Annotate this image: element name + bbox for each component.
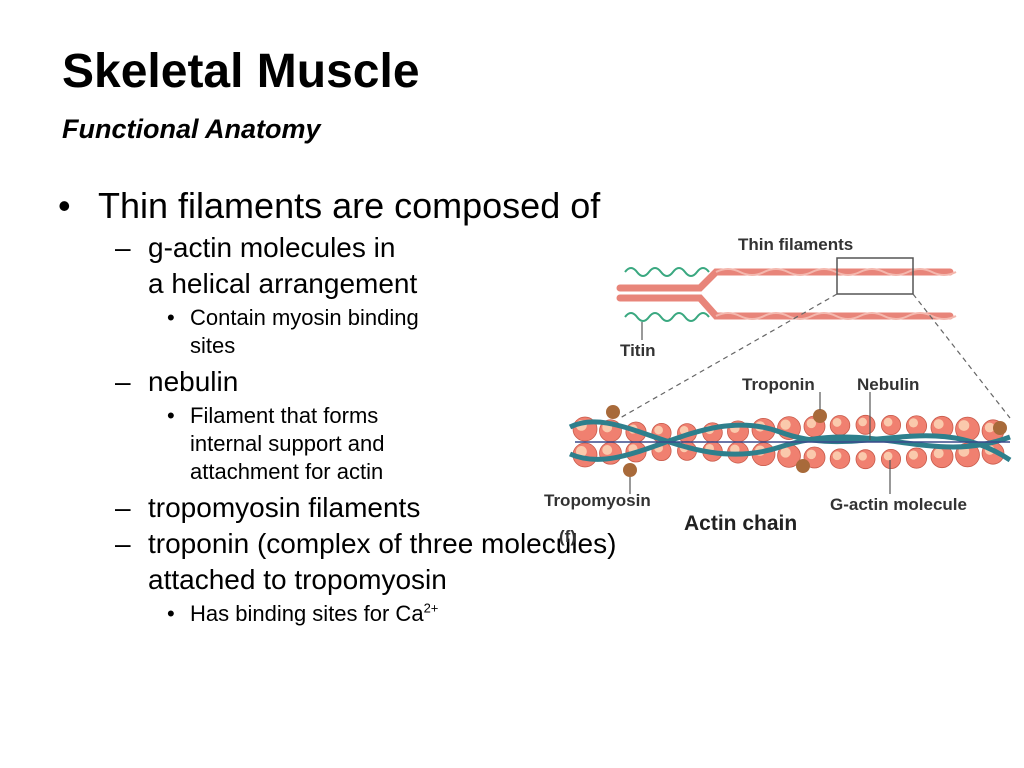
zoom-line-left xyxy=(619,293,838,419)
label-tropomyosin: Tropomyosin xyxy=(544,491,651,510)
zoom-box xyxy=(836,257,914,295)
thin-filament-overview xyxy=(616,257,1011,419)
bullet-marker: • xyxy=(167,305,175,330)
g-actin-bead-highlight xyxy=(958,420,970,431)
g-actin-bead-highlight xyxy=(602,445,613,455)
label-panel-f: (f) xyxy=(559,527,576,546)
bullet-main-text: Thin filaments are composed of xyxy=(98,185,601,226)
actin-chain xyxy=(568,392,1012,494)
dash-marker: – xyxy=(115,528,131,559)
g-actin-bead-highlight xyxy=(908,418,919,428)
g-actin-bead-highlight xyxy=(933,448,944,459)
troponin-1 xyxy=(606,405,620,419)
bullet-marker: • xyxy=(167,403,175,428)
thin-filament-left xyxy=(616,268,954,320)
slide-title: Skeletal Muscle xyxy=(62,45,420,98)
slide-subtitle: Functional Anatomy xyxy=(62,114,321,144)
bullet-main: • Thin filaments are composed of xyxy=(58,186,738,226)
g-actin-bead-highlight xyxy=(832,451,842,461)
g-actin-bead-highlight xyxy=(806,449,817,460)
bullet-marker: • xyxy=(167,601,175,626)
sub-bullet-tropomyosin: – tropomyosin filaments xyxy=(115,490,738,526)
sub-sub-bullet-myosin-sites: • Contain myosin binding sites xyxy=(167,304,738,360)
g-actin-bead-highlight xyxy=(654,425,663,435)
sub-bullet-g-actin-text: g-actin molecules in a helical arrangeme… xyxy=(148,232,418,299)
g-actin-bead-highlight xyxy=(984,422,995,433)
g-actin-bead-highlight xyxy=(933,419,944,430)
sub-sub-bullet-calcium: • Has binding sites for Ca2+ xyxy=(167,600,738,628)
sub-sub-bullet-nebulin-desc: • Filament that forms internal support a… xyxy=(167,402,738,486)
dash-marker: – xyxy=(115,492,131,523)
thin-filament-twist-upper xyxy=(715,268,957,276)
titin-upper xyxy=(624,267,710,277)
sub-sub-bullet-nebulin-desc-text: Filament that forms internal support and… xyxy=(190,403,385,484)
troponin-5 xyxy=(993,421,1007,435)
sub-bullet-g-actin: – g-actin molecules in a helical arrange… xyxy=(115,230,738,302)
g-actin-bead-highlight xyxy=(576,446,587,457)
actin-diagram: Thin filaments Titin Troponin Nebulin Tr… xyxy=(544,235,1012,546)
tropomyosin-strand-a xyxy=(568,419,1011,457)
sub-bullet-troponin-text: troponin (complex of three molecules) at… xyxy=(148,528,617,595)
g-actin-bead-highlight xyxy=(832,417,842,427)
tropomyosin-strand-b xyxy=(569,422,1012,463)
titin-lower xyxy=(624,312,710,322)
troponin-3 xyxy=(813,409,827,423)
bullet-list: • Thin filaments are composed of – g-act… xyxy=(58,186,738,632)
label-nebulin: Nebulin xyxy=(857,375,919,394)
g-actin-bead-highlight xyxy=(858,417,867,427)
sub-sub-bullet-myosin-sites-text: Contain myosin binding sites xyxy=(190,305,419,358)
g-actin-bead-highlight xyxy=(806,418,817,429)
label-thin-filaments: Thin filaments xyxy=(738,235,853,254)
g-actin-bead-highlight xyxy=(679,426,689,435)
g-actin-bead-highlight xyxy=(858,452,867,461)
g-actin-bead-highlight xyxy=(908,450,919,460)
bullet-marker: • xyxy=(58,185,71,226)
calcium-charge: 2+ xyxy=(423,600,439,616)
sub-bullet-nebulin: – nebulin xyxy=(115,364,738,400)
dash-marker: – xyxy=(115,232,131,263)
g-actin-bead-highlight xyxy=(883,451,893,461)
g-actin-bead-highlight xyxy=(883,417,893,427)
troponin-4 xyxy=(796,459,810,473)
g-actin-bead-highlight xyxy=(780,447,791,458)
label-troponin: Troponin xyxy=(742,375,815,394)
label-g-actin-molecule: G-actin molecule xyxy=(830,495,967,514)
dash-marker: – xyxy=(115,366,131,397)
sub-bullet-tropomyosin-text: tropomyosin filaments xyxy=(148,492,421,523)
g-actin-bead-highlight xyxy=(780,419,791,430)
label-titin: Titin xyxy=(620,341,656,360)
troponin-2 xyxy=(623,463,637,477)
calcium-text: Has binding sites for Ca xyxy=(190,601,424,626)
label-actin-chain: Actin chain xyxy=(684,512,797,535)
sub-bullet-troponin: – troponin (complex of three molecules) … xyxy=(115,526,738,598)
sub-sub-bullet-calcium-text: Has binding sites for Ca2+ xyxy=(190,600,438,628)
sub-bullet-nebulin-text: nebulin xyxy=(148,366,239,397)
thin-filament-twist-lower xyxy=(715,312,957,320)
